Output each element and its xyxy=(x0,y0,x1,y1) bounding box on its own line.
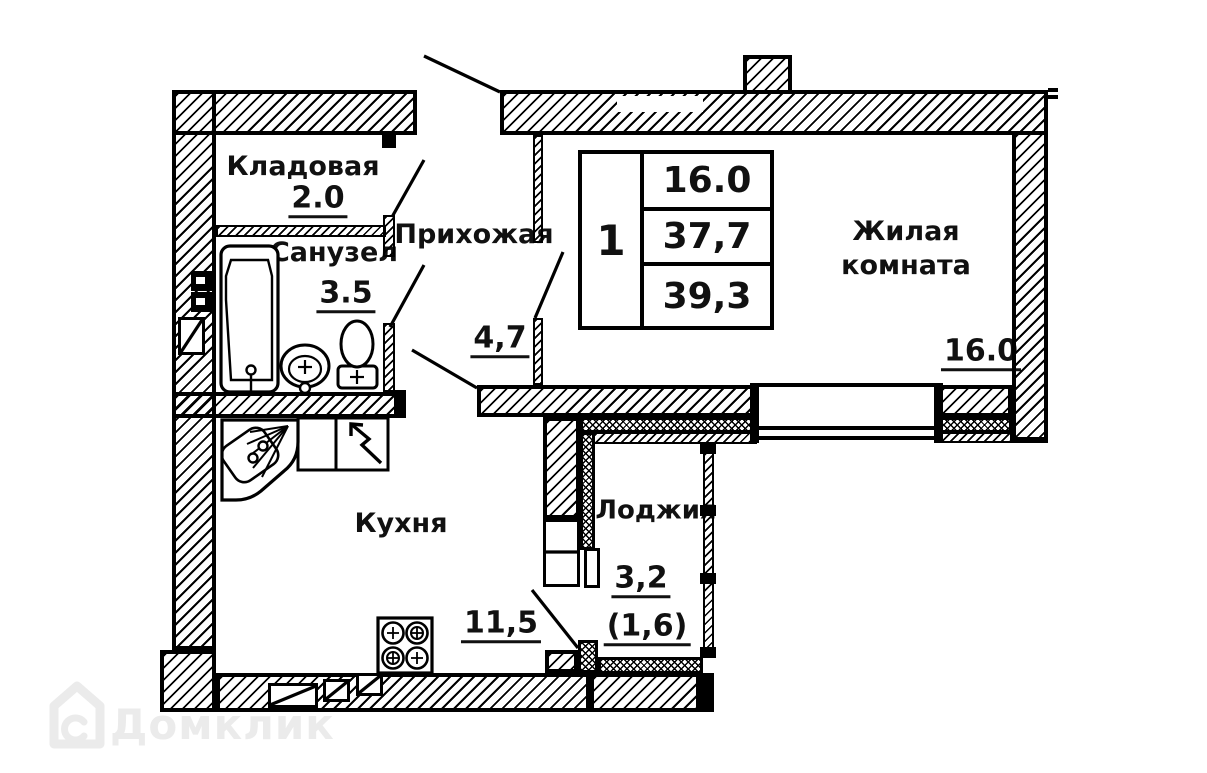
wall-bottom-cap xyxy=(698,673,714,712)
room-label-kitchen: Кухня xyxy=(354,507,448,539)
loggia-bottom-insulation xyxy=(598,657,703,674)
wall-hall-living xyxy=(533,135,543,243)
electric-panel-glyph xyxy=(196,298,205,305)
window-jamb xyxy=(750,383,759,443)
corner-tick xyxy=(1048,95,1058,99)
toilet xyxy=(336,319,379,390)
stove xyxy=(376,616,434,675)
room-area-loggia: 3,2 xyxy=(611,562,671,598)
glazing-post xyxy=(700,505,716,516)
wall-right-cap xyxy=(1012,437,1048,443)
entrance-door xyxy=(423,54,501,94)
wall-kitchen-right xyxy=(543,417,580,519)
loggia-top-insulation xyxy=(580,417,757,433)
wall-right xyxy=(1012,131,1048,443)
loggia-glazing xyxy=(703,443,714,658)
window-glass-line xyxy=(759,436,934,440)
glazing-post xyxy=(700,647,716,658)
door-post xyxy=(383,323,395,392)
room-label-hall: Прихожая xyxy=(394,218,554,250)
wall-top-bump xyxy=(743,55,792,94)
room-label-living-2: комната xyxy=(841,249,971,281)
wall-bottom-loggia xyxy=(590,673,700,712)
wall-left-foot xyxy=(160,650,216,712)
wall-top-niche xyxy=(617,96,703,112)
room-label-loggia: Лоджия xyxy=(595,495,717,526)
watermark-house-icon xyxy=(49,681,105,749)
wall-top-main xyxy=(500,90,1048,135)
room-label-living-1: Жилая xyxy=(852,215,960,247)
wall-bathroom-bottom xyxy=(172,392,405,418)
wall-step xyxy=(545,650,578,673)
vent-shaft xyxy=(178,317,205,355)
stamp-rooms-count: 1 xyxy=(582,154,644,326)
living-room-door xyxy=(533,251,565,319)
room-area-bathroom: 3.5 xyxy=(316,277,376,313)
corner-tick xyxy=(1048,88,1058,92)
wall-hall-bottom xyxy=(477,385,757,417)
vent-symbol xyxy=(323,679,350,702)
window-head xyxy=(759,383,934,387)
room-area-living: 16.0 xyxy=(940,335,1022,371)
loggia-top-sill xyxy=(593,432,757,444)
window-glass-line xyxy=(759,426,934,430)
glazing-post xyxy=(700,573,716,584)
room-area-hall: 4,7 xyxy=(470,322,530,358)
bathtub xyxy=(219,244,280,394)
loggia-door-post xyxy=(578,640,598,673)
wall-hall-living xyxy=(533,318,543,385)
sill-strip xyxy=(938,432,1012,443)
loggia-left-post xyxy=(584,548,600,588)
bathroom-door xyxy=(388,264,426,328)
storage-door-post xyxy=(382,135,396,148)
stamp-total-area: 39,3 xyxy=(644,262,770,326)
kitchen-door xyxy=(411,348,478,390)
electric-panel-glyph xyxy=(196,277,205,284)
room-area-kitchen: 11,5 xyxy=(460,607,542,643)
wall-storage-bathroom xyxy=(216,225,386,237)
room-label-storage: Кладовая xyxy=(226,150,380,182)
wall-cap xyxy=(394,390,406,418)
room-label-bathroom: Санузел xyxy=(269,236,399,268)
room-area-storage: 2.0 xyxy=(288,182,348,218)
electric-arrow xyxy=(349,422,383,465)
vent-symbol xyxy=(356,673,383,696)
stamp-living-area: 16.0 xyxy=(662,160,752,201)
kitchen-loggia-window xyxy=(543,519,580,587)
wall-top-storage xyxy=(172,90,417,135)
room-area-loggia-reduced: (1,6) xyxy=(603,610,691,646)
glazing-post xyxy=(700,443,716,454)
wall-left xyxy=(172,90,216,650)
stamp-area: 37,7 xyxy=(644,207,770,262)
storage-door xyxy=(390,159,426,218)
loggia-left-wall xyxy=(580,432,595,550)
door-post xyxy=(383,215,395,257)
kitchen-sink xyxy=(220,418,300,502)
apartment-stamp-table: 1 16.0 37,7 39,3 xyxy=(578,150,774,330)
wall-under-living xyxy=(938,385,1012,417)
sink xyxy=(279,343,331,395)
window-symbol xyxy=(268,683,318,708)
insulation-strip xyxy=(938,417,1012,433)
kitchen-counter xyxy=(296,416,390,472)
